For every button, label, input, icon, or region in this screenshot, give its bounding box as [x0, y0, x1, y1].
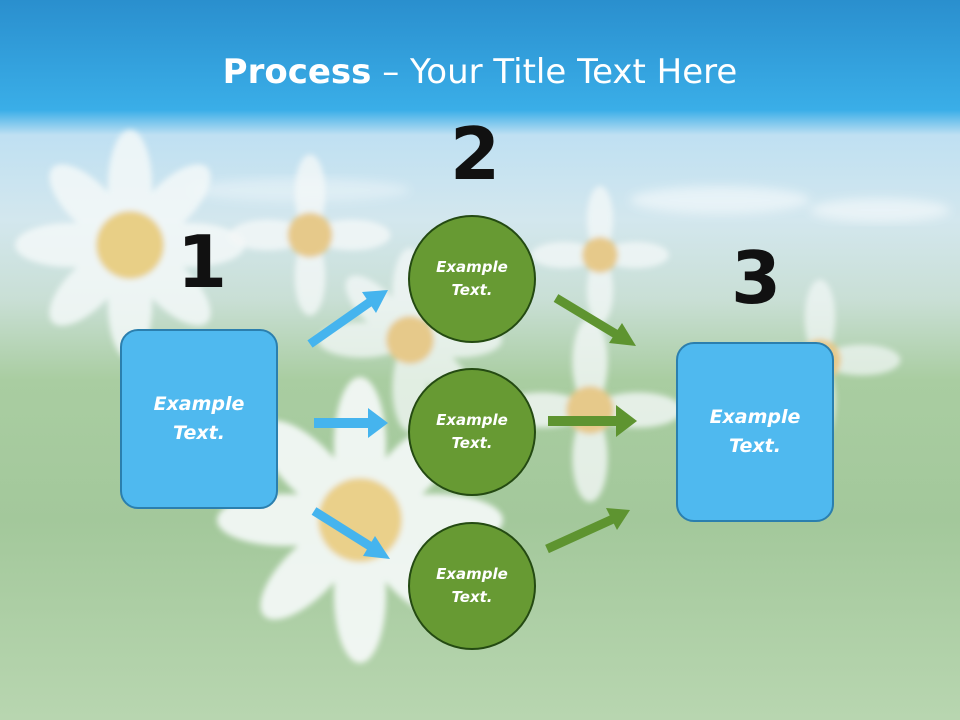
title-dash: –	[371, 52, 411, 92]
blue-arrow-down	[311, 507, 390, 559]
title-bold: Process	[222, 52, 372, 92]
step-number-3: 3	[731, 236, 782, 320]
step-1-box: Example Text.	[120, 329, 278, 509]
step-2-circle-bottom-text: Example Text.	[436, 565, 508, 606]
step-3-box: Example Text.	[676, 342, 834, 522]
step-3-text: Example Text.	[709, 406, 801, 457]
slide-title: Process – Your Title Text Here	[0, 52, 960, 92]
green-arrow-right	[548, 405, 637, 437]
step-2-circle-top-text: Example Text.	[436, 258, 508, 299]
blue-arrow-up	[307, 290, 388, 348]
blue-arrow-right	[314, 408, 388, 438]
step-1-text: Example Text.	[153, 393, 245, 444]
title-rest: Your Title Text Here	[410, 52, 738, 92]
green-arrow-up	[545, 508, 630, 554]
step-2-circle-top: Example Text.	[408, 215, 536, 343]
step-2-circle-bottom: Example Text.	[408, 522, 536, 650]
green-arrow-down	[553, 294, 636, 346]
step-number-1: 1	[177, 220, 228, 304]
step-2-circle-middle: Example Text.	[408, 368, 536, 496]
step-number-2: 2	[450, 112, 501, 196]
step-2-circle-middle-text: Example Text.	[436, 411, 508, 452]
